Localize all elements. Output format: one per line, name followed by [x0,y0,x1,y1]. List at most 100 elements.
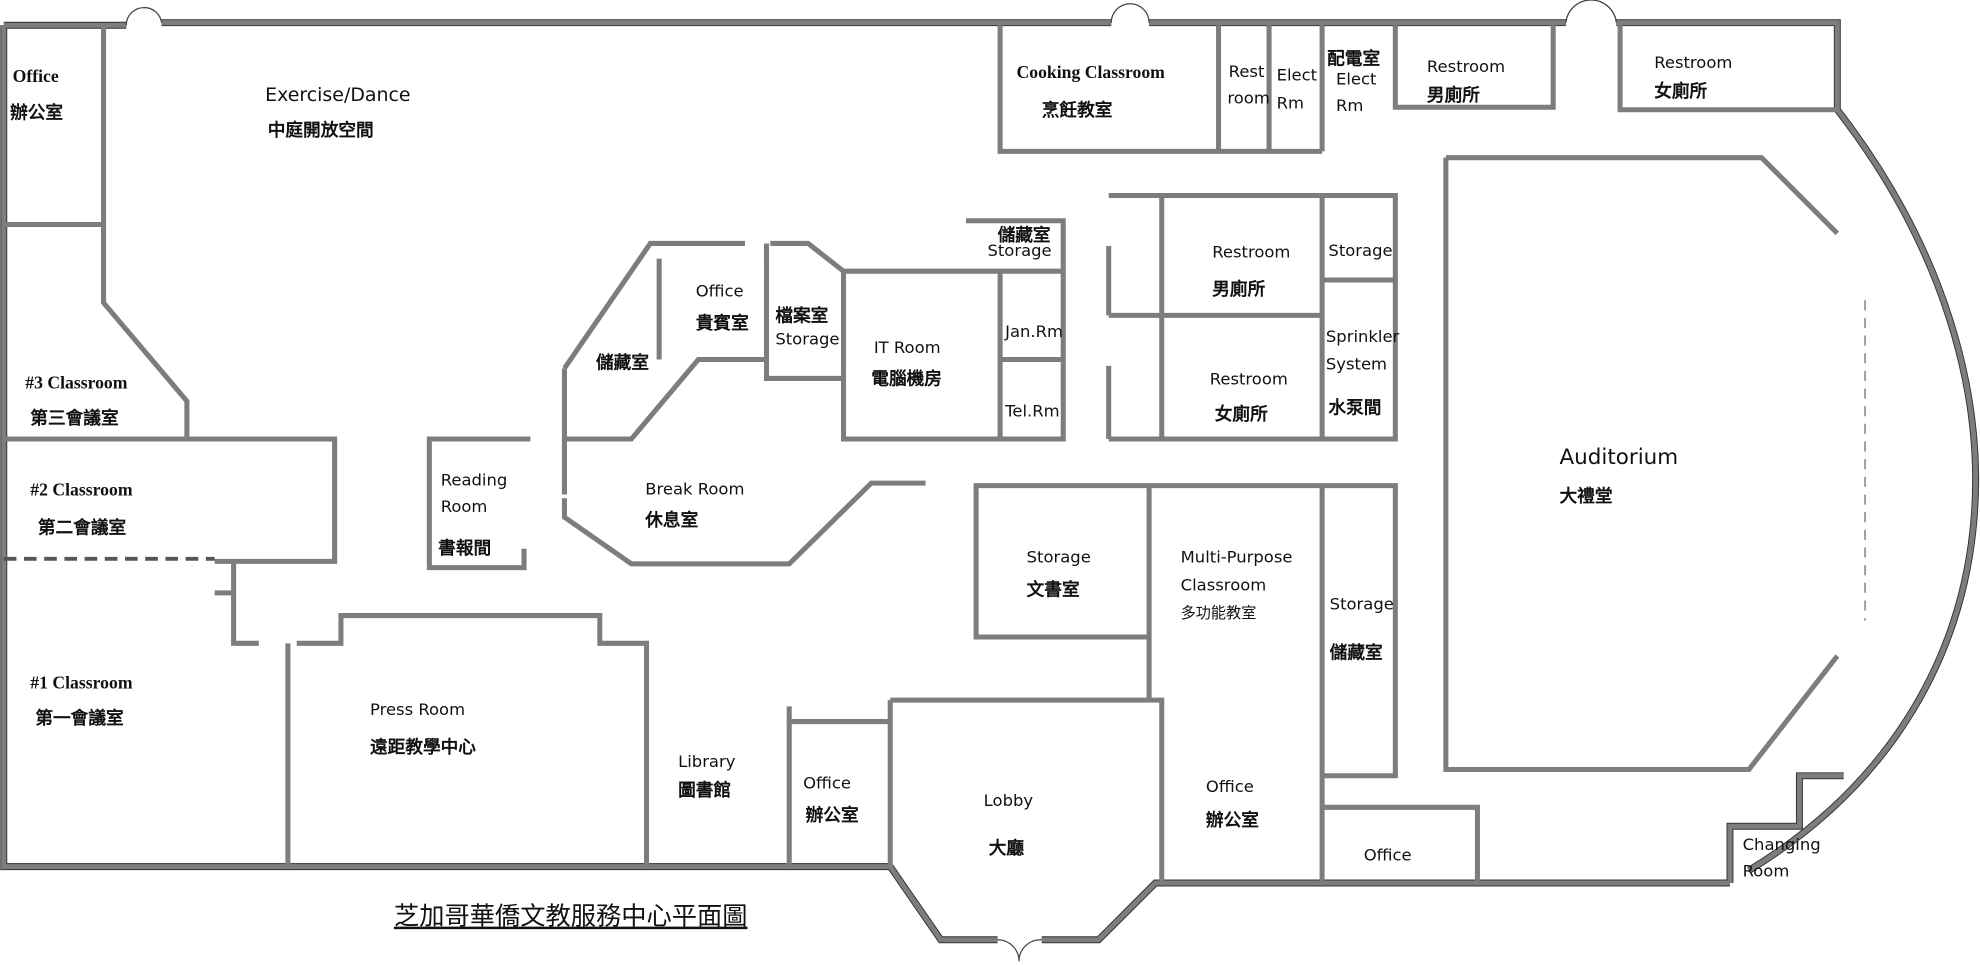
room-label-en: Exercise/Dance [265,84,410,106]
room-label-zh: 圖書館 [678,779,731,801]
room-changing-room: Changing Room [1743,835,1821,880]
room-classroom-2: #2 Classroom 第二會議室 [30,480,133,539]
room-label-zh: 大禮堂 [1560,485,1613,507]
room-label-en2: System [1326,355,1387,374]
room-label-en: Rest [1229,62,1265,81]
room-label-zh: 儲藏室 [1330,641,1383,663]
room-restroom-women-top: Restroom 女廁所 [1654,53,1732,102]
room-label-en: Auditorium [1560,445,1679,470]
room-press-room: Press Room 遠距教學中心 [370,700,476,758]
room-label-en: Press Room [370,700,465,719]
room-label-en2: room [1227,88,1269,107]
room-label-en: Restroom [1427,57,1505,76]
room-restroom-men-center: Restroom 男廁所 [1212,242,1290,300]
room-label-zh: 休息室 [644,509,698,531]
room-label-en: Restroom [1654,53,1732,72]
room-label-en: Library [678,752,736,771]
room-label-en: Reading [441,471,508,490]
plan-title: 芝加哥華僑文教服務中心平面圖 [394,902,747,931]
room-lobby: Lobby 大廳 [984,791,1034,859]
room-label-zh: 第二會議室 [38,517,127,539]
room-storage-east: Storage 儲藏室 [1330,594,1394,663]
room-label-en: Cooking Classroom [1017,62,1166,82]
room-label-en: Office [13,66,59,86]
room-label-zh: 女廁所 [1215,403,1268,425]
room-labels: Office 辦公室 Exercise/Dance 中庭開放空間 Cooking… [10,47,1821,880]
room-restroom-men-top: Restroom 男廁所 [1427,57,1505,106]
room-exercise-dance: Exercise/Dance 中庭開放空間 [265,84,410,141]
room-label-en: Jan.Rm [1004,322,1063,341]
room-storage-center: Storage [1328,241,1392,260]
room-storage-documents: Storage 文書室 [1027,548,1091,601]
room-label-zh: 儲藏室 [596,351,649,373]
room-elect-rm: Elect Rm [1277,66,1318,113]
room-label-zh: 男廁所 [1212,278,1265,300]
room-office-nw: Office 辦公室 [10,66,63,124]
room-label-zh: 書報間 [438,537,491,559]
room-label-zh: 烹飪教室 [1042,99,1113,121]
room-label-en2: Room [1743,862,1790,881]
room-label-zh: 檔案室 [775,305,828,327]
room-label-zh: 辦公室 [1206,809,1259,831]
room-label-en2: Rm [1277,93,1304,112]
wall-lines [1,20,1979,943]
room-label-en: Restroom [1210,370,1288,389]
room-label-en: Storage [987,241,1051,260]
room-label-en: Lobby [984,791,1034,810]
room-storage-west: 儲藏室 [596,351,649,373]
room-label-zh: 水泵間 [1328,397,1381,419]
room-archive-storage: 檔案室 Storage [775,305,839,349]
room-label-en: Office [803,773,851,792]
room-multi-purpose: Multi-Purpose Classroom 多功能教室 [1181,548,1293,622]
room-label-en: Restroom [1212,242,1290,261]
room-break-room: Break Room 休息室 [644,479,744,531]
room-restroom-small: Rest room [1227,62,1269,107]
room-reading-room: Reading Room 書報間 [438,471,507,559]
room-office-library: Office 辦公室 [803,773,859,826]
room-label-en: Office [1206,777,1254,796]
room-classroom-3: #3 Classroom 第三會議室 [25,373,128,429]
room-label-en: Changing [1743,835,1821,854]
room-label-zh: 文書室 [1027,578,1080,600]
room-label-zh: 辦公室 [10,102,63,124]
room-label-zh: 配電室 [1327,47,1380,69]
room-telecom: Tel.Rm [1004,401,1059,420]
room-label-en: Break Room [645,479,744,498]
room-classroom-1: #1 Classroom 第一會議室 [30,673,133,729]
room-elect-rm-2: 配電室 Elect Rm [1327,47,1380,115]
room-office-vip: Office 貴賓室 [696,281,749,334]
door-swings [125,0,1617,962]
room-label-en2: Rm [1336,96,1363,115]
room-label-en: Multi-Purpose [1181,548,1293,567]
room-label-en: Storage [1027,548,1091,567]
room-label-zh: 多功能教室 [1181,604,1257,622]
room-label-en: Sprinkler [1326,327,1400,346]
room-auditorium: Auditorium 大禮堂 [1560,445,1679,507]
room-restroom-women-center: Restroom 女廁所 [1210,370,1288,425]
room-label-en: #2 Classroom [30,480,133,500]
room-cooking-classroom: Cooking Classroom 烹飪教室 [1017,62,1166,121]
room-sprinkler-system: Sprinkler System 水泵間 [1326,327,1400,419]
room-label-en: Tel.Rm [1004,401,1059,420]
room-label-en: Storage [1328,241,1392,260]
room-office-southeast: Office [1364,845,1412,864]
room-storage-small: 儲藏室 Storage [987,224,1051,260]
room-label-zh: 女廁所 [1654,80,1707,102]
room-label-en: Office [696,281,744,300]
room-label-zh: 第三會議室 [30,407,119,429]
room-label-en: Storage [775,329,839,348]
room-it-room: IT Room 電腦機房 [871,338,942,390]
room-label-en: Office [1364,845,1412,864]
room-office-lobby: Office 辦公室 [1206,777,1259,831]
room-label-en2: Room [441,497,488,516]
room-label-zh: 辦公室 [806,804,859,826]
room-label-en: #1 Classroom [30,673,133,693]
room-label-en: Storage [1330,594,1394,613]
room-label-zh: 遠距教學中心 [370,736,476,758]
room-label-zh: 儲藏室 [998,224,1051,246]
room-label-zh: 男廁所 [1427,84,1480,106]
room-label-zh: 第一會議室 [35,707,124,729]
room-label-en: #3 Classroom [25,373,128,393]
